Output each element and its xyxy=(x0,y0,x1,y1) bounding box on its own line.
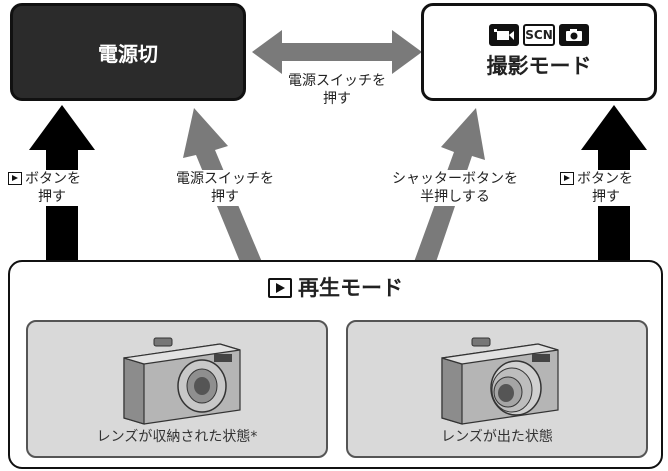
label-top: 電源スイッチを 押す xyxy=(262,72,412,108)
label-mid-right-line1: シャッターボタンを xyxy=(392,171,518,187)
play-icon xyxy=(8,172,22,185)
shooting-mode-box: SCN 撮影モード xyxy=(421,3,657,101)
label-top-line1: 電源スイッチを xyxy=(288,73,386,89)
camera-icon xyxy=(558,24,589,46)
mode-icons: SCN xyxy=(489,24,589,46)
camera-lens-retracted-icon xyxy=(123,337,241,425)
play-icon xyxy=(560,172,574,185)
label-mid-left-line2: 押す xyxy=(211,189,239,205)
state-lens-retracted: レンズが収納された状態* xyxy=(26,320,328,458)
label-left: ボタンを 押す xyxy=(2,170,122,206)
shooting-mode-label: 撮影モード xyxy=(486,54,592,78)
label-mid-left: 電源スイッチを 押す xyxy=(155,170,295,206)
power-off-box: 電源切 xyxy=(10,3,246,101)
arrow-power-shoot xyxy=(252,30,422,74)
playback-mode-title: 再生モード xyxy=(10,272,661,302)
label-left-line2: 押す xyxy=(38,189,66,205)
state-lens-extended: レンズが出た状態 xyxy=(346,320,648,458)
state-lens-extended-label: レンズが出た状態 xyxy=(441,429,553,445)
label-mid-right: シャッターボタンを 半押しする xyxy=(370,170,540,206)
label-left-line1: ボタンを xyxy=(25,171,81,187)
playback-mode-label: 再生モード xyxy=(298,276,403,300)
camera-lens-extended-icon xyxy=(441,337,559,425)
scn-icon: SCN xyxy=(523,24,555,46)
movie-icon xyxy=(489,24,520,46)
label-mid-left-line1: 電源スイッチを xyxy=(176,171,274,187)
state-lens-retracted-label: レンズが収納された状態* xyxy=(96,429,258,445)
label-right-line1: ボタンを xyxy=(577,171,633,187)
power-off-label: 電源切 xyxy=(98,41,158,66)
play-icon xyxy=(268,278,292,298)
label-right-line2: 押す xyxy=(592,189,620,205)
playback-mode-box: 再生モード レンズが収納された状態* xyxy=(8,260,663,469)
label-mid-right-line2: 半押しする xyxy=(420,189,490,205)
label-top-line2: 押す xyxy=(323,91,351,107)
label-right: ボタンを 押す xyxy=(560,170,666,206)
